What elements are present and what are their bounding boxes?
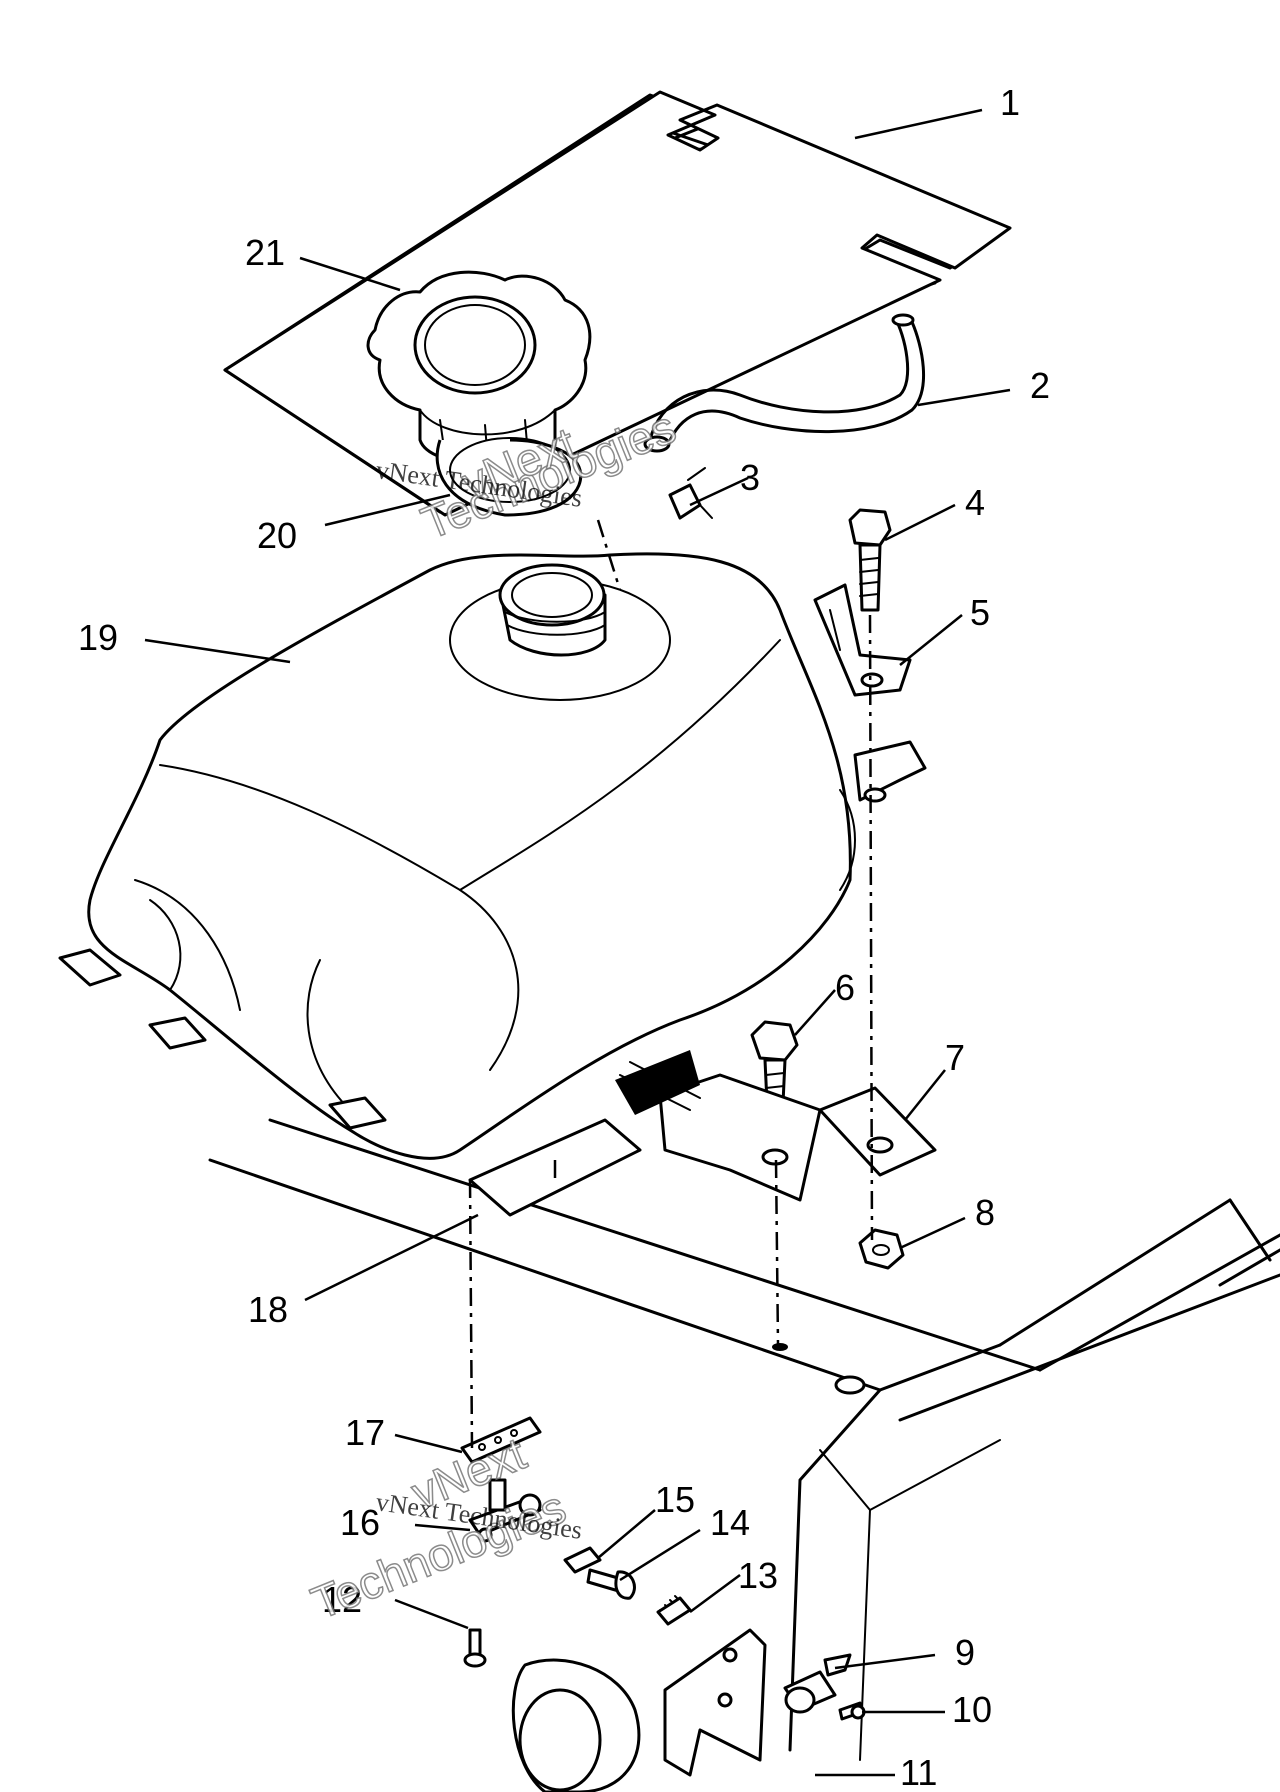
part-8-nut bbox=[858, 1228, 905, 1270]
callout-13: 13 bbox=[738, 1555, 778, 1596]
callout-9: 9 bbox=[955, 1632, 975, 1673]
part-2-vent-hose bbox=[643, 313, 926, 453]
part-19-fuel-tank bbox=[58, 552, 927, 1160]
callout-11: 11 bbox=[900, 1752, 937, 1792]
part-9-knob bbox=[783, 1653, 852, 1714]
callout-16: 16 bbox=[340, 1502, 380, 1543]
callout-14: 14 bbox=[710, 1502, 750, 1543]
frame-rails bbox=[208, 1118, 1280, 1761]
callout-15: 15 bbox=[655, 1479, 695, 1520]
part-4-bolt bbox=[848, 508, 892, 612]
callout-19: 19 bbox=[78, 617, 118, 658]
part-11-lever-bracket bbox=[511, 1628, 767, 1792]
callout-12: 12 bbox=[322, 1579, 362, 1620]
callout-21: 21 bbox=[245, 232, 285, 273]
callout-6: 6 bbox=[835, 967, 855, 1008]
callout-10: 10 bbox=[952, 1689, 992, 1730]
part-3-fitting bbox=[668, 467, 713, 520]
part-16-petcock bbox=[468, 1478, 542, 1543]
callout-3: 3 bbox=[740, 457, 760, 498]
callout-4: 4 bbox=[965, 482, 985, 523]
part-12-screw bbox=[463, 1628, 487, 1668]
callout-8: 8 bbox=[975, 1192, 995, 1233]
part-20-cap-gasket bbox=[435, 437, 583, 517]
leader-lines bbox=[144, 108, 1011, 1777]
part-5-bracket bbox=[813, 583, 912, 697]
part-17-clip-plate bbox=[460, 1416, 542, 1464]
callout-2: 2 bbox=[1030, 365, 1050, 406]
callout-17: 17 bbox=[345, 1412, 385, 1453]
part-21-fuel-cap bbox=[366, 270, 592, 465]
callout-1: 1 bbox=[1000, 82, 1020, 123]
callout-7: 7 bbox=[945, 1037, 965, 1078]
part-15-valve-stem bbox=[563, 1546, 602, 1574]
callout-labels: 1 2 3 4 5 6 7 8 9 10 11 12 13 14 15 16 1… bbox=[78, 82, 1050, 1792]
callout-18: 18 bbox=[248, 1289, 288, 1330]
part-7-mount-bracket bbox=[615, 1050, 937, 1202]
part-13-spring bbox=[656, 1595, 692, 1626]
callout-20: 20 bbox=[257, 515, 297, 556]
part-10-screw bbox=[838, 1701, 866, 1721]
alignment-lines bbox=[468, 519, 874, 1449]
callout-5: 5 bbox=[970, 592, 990, 633]
